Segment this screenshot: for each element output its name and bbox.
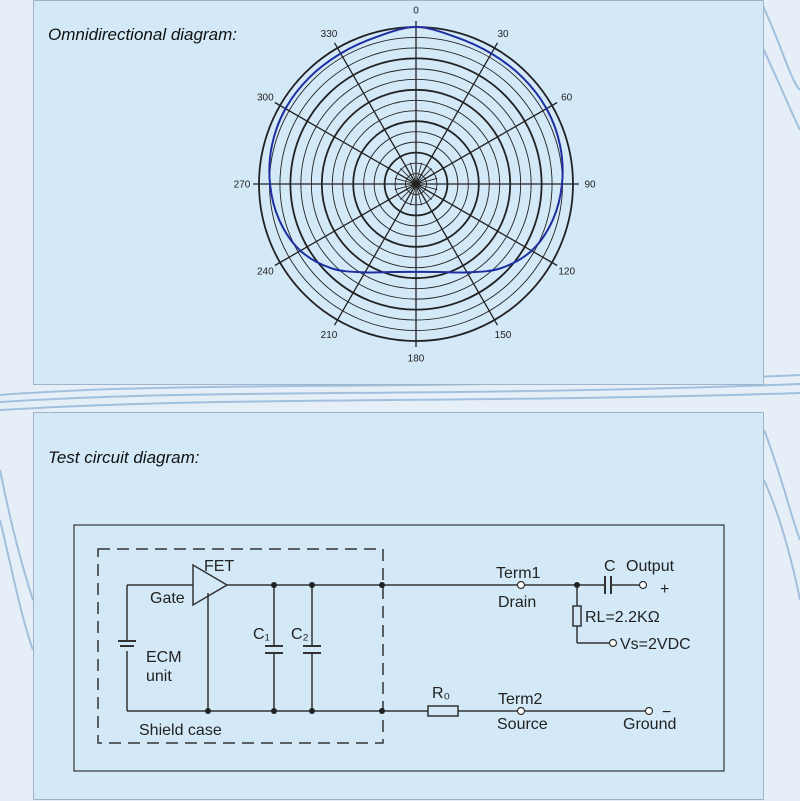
junction-dot	[379, 708, 385, 714]
vs-terminal	[608, 638, 618, 648]
polar-angle-label: 330	[321, 29, 338, 40]
r0-label: R₀	[432, 685, 450, 702]
polar-tick	[274, 101, 281, 107]
output-terminal	[638, 580, 648, 590]
polar-spokes	[253, 21, 579, 347]
polar-angle-label: 210	[321, 330, 338, 341]
polar-spoke	[279, 104, 417, 185]
term2-terminal	[516, 706, 526, 716]
polar-spoke	[415, 104, 553, 185]
polar-minor-spoke	[394, 183, 417, 191]
junction-dot	[205, 708, 211, 714]
term1-terminal	[516, 580, 526, 590]
omnidirectional-panel: Omnidirectional diagram: 0 30 60 90 120 150 18…	[33, 0, 764, 385]
polar-tick	[493, 319, 499, 326]
polar-tick	[493, 42, 499, 49]
polar-angle-label: 270	[234, 180, 251, 191]
unit-label: unit	[146, 668, 172, 685]
term1-label: Term1	[496, 565, 541, 582]
circuit-heading: Test circuit diagram:	[48, 448, 200, 467]
polar-spoke	[279, 183, 417, 264]
junction-dot	[574, 582, 580, 588]
polar-minor-spoke	[394, 177, 417, 185]
polar-minor-spoke	[415, 162, 423, 185]
shield-case-outline	[97, 548, 384, 744]
junction-dot	[271, 708, 277, 714]
polar-tick	[333, 319, 339, 326]
rl-resistor	[572, 605, 582, 627]
polar-minor-spoke	[415, 183, 438, 191]
polar-spoke	[415, 183, 496, 321]
gate-label: Gate	[150, 590, 185, 607]
rl-label: RL=2.2KΩ	[585, 609, 660, 626]
ground-terminal	[644, 706, 654, 716]
junction-dot	[271, 582, 277, 588]
fet-label: FET	[204, 558, 234, 575]
junction-dot	[309, 582, 315, 588]
junction-dot	[309, 708, 315, 714]
polar-angle-label: 0	[413, 6, 419, 17]
polar-minor-spoke	[400, 183, 417, 200]
shield-case-label: Shield case	[139, 722, 222, 739]
r0-resistor	[427, 705, 459, 717]
test-circuit-panel: Test circuit diagram:	[33, 412, 764, 800]
ground-label: Ground	[623, 716, 676, 733]
polar-tick	[274, 261, 281, 267]
term2-label: Term2	[498, 691, 543, 708]
polar-angle-label: 90	[584, 180, 596, 191]
polar-response-curve	[268, 25, 564, 274]
polar-minor-spoke	[415, 183, 423, 206]
polar-tick	[551, 261, 558, 267]
output-label: Output	[626, 558, 675, 575]
polar-spoke	[336, 47, 417, 185]
drain-label: Drain	[498, 594, 536, 611]
polar-angle-label: 150	[495, 330, 512, 341]
vs-label: Vs=2VDC	[620, 636, 691, 653]
c1-label: C₁	[253, 626, 270, 643]
polar-angle-labels: 0 30 60 90 120 150 180 210 240 270 300 330	[234, 6, 596, 365]
polar-angle-label: 240	[257, 267, 274, 278]
polar-tick	[333, 42, 339, 49]
polar-spoke	[336, 183, 417, 321]
polar-angle-label: 60	[561, 93, 573, 104]
polar-tick	[551, 101, 558, 107]
source-label: Source	[497, 716, 548, 733]
polar-diagram: 0 30 60 90 120 150 180 210 240 270 300 330	[234, 6, 596, 365]
minus-label: −	[662, 704, 671, 721]
c2-label: C₂	[291, 626, 309, 643]
polar-angle-label: 30	[497, 29, 509, 40]
polar-heading: Omnidirectional diagram:	[48, 25, 237, 44]
polar-minor-spoke	[415, 177, 438, 185]
polar-minor-spoke	[409, 162, 417, 185]
polar-minor-spoke	[415, 183, 432, 200]
test-circuit-diagram: FET Gate C₁ C₂ ECM unit Shield case Term…	[73, 524, 725, 772]
polar-minor-spoke	[409, 183, 417, 206]
polar-angle-label: 180	[408, 354, 425, 365]
polar-angle-label: 300	[257, 93, 274, 104]
ecm-label: ECM	[146, 649, 182, 666]
junction-dot	[379, 582, 385, 588]
polar-minor-spoke	[415, 168, 432, 185]
polar-angle-label: 120	[558, 267, 575, 278]
c-label: C	[604, 558, 616, 575]
polar-spoke	[415, 183, 553, 264]
plus-label: +	[660, 581, 669, 598]
circuit-frame	[73, 524, 725, 772]
polar-spoke	[415, 47, 496, 185]
polar-minor-spoke	[400, 168, 417, 185]
